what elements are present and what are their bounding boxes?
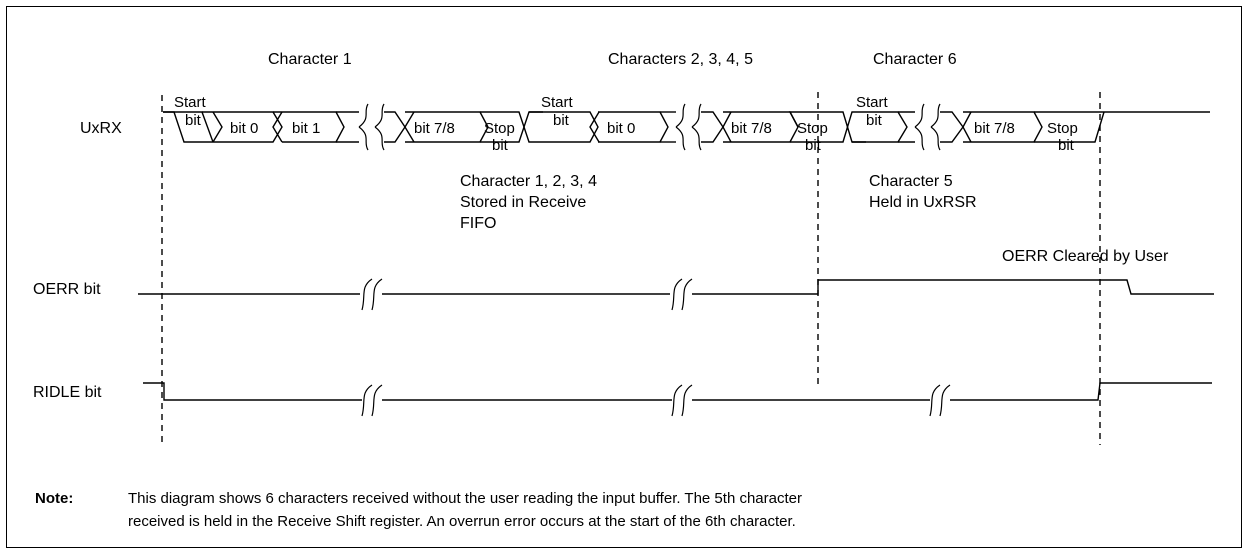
heading-characters-2-5: Characters 2, 3, 4, 5 <box>608 51 753 68</box>
uxrx-waveform <box>163 111 1210 143</box>
ridle-break-mark-2 <box>671 384 693 417</box>
annotation-stored-line-3: FIFO <box>460 215 496 232</box>
uxrx-bit78-label-3: bit 7/8 <box>974 120 1015 137</box>
uxrx-break-mark-2 <box>675 103 724 151</box>
signal-label-oerr: OERR bit <box>33 281 101 298</box>
uxrx-start-label-3: Start <box>856 94 889 111</box>
note-text-line-1: This diagram shows 6 characters received… <box>128 490 802 507</box>
uxrx-stop-label-2-bit: bit <box>805 137 822 154</box>
annotation-held-line-2: Held in UxRSR <box>869 194 977 211</box>
uxrx-stop-label-3: Stop <box>1047 120 1078 137</box>
oerr-break-mark-2 <box>671 278 693 311</box>
uxrx-bit0-label-1: bit 0 <box>230 120 258 137</box>
uxrx-stop-label-1-bit: bit <box>492 137 509 154</box>
ridle-break-mark-3 <box>929 384 951 417</box>
heading-character-1: Character 1 <box>268 51 352 68</box>
annotation-stored-line-1: Character 1, 2, 3, 4 <box>460 173 597 190</box>
heading-character-6: Character 6 <box>873 51 957 68</box>
uxrx-bit1-label-1: bit 1 <box>292 120 320 137</box>
uxrx-start-label-2-bit: bit <box>553 112 570 129</box>
signal-label-uxrx: UxRX <box>80 120 122 137</box>
ridle-waveform-segment-4 <box>950 382 1212 401</box>
ridle-waveform-segment-1 <box>143 382 362 401</box>
uxrx-stop-label-2: Stop <box>797 120 828 137</box>
annotation-stored-line-2: Stored in Receive <box>460 194 586 211</box>
uxrx-start-label-1-bit: bit <box>185 112 202 129</box>
oerr-waveform-segment-3 <box>692 279 1214 295</box>
note-label: Note: <box>35 490 74 507</box>
note-text-line-2: received is held in the Receive Shift re… <box>128 513 796 530</box>
uxrx-bit78-label-2: bit 7/8 <box>731 120 772 137</box>
uxrx-start-label-2: Start <box>541 94 574 111</box>
note-text: This diagram shows 6 characters received… <box>128 487 1213 533</box>
oerr-break-mark-1 <box>361 278 383 311</box>
ridle-break-mark-1 <box>361 384 383 417</box>
uxrx-break-mark-3 <box>914 103 964 151</box>
uxrx-break-mark-1 <box>358 103 406 151</box>
diagram-frame <box>6 6 1242 548</box>
annotation-oerr-cleared: OERR Cleared by User <box>1002 248 1169 265</box>
uxrx-start-label-1: Start <box>174 94 207 111</box>
uxrx-start-label-3-bit: bit <box>866 112 883 129</box>
uxrx-stop-label-3-bit: bit <box>1058 137 1075 154</box>
uxrx-bit78-label-1: bit 7/8 <box>414 120 455 137</box>
uxrx-stop-label-1: Stop <box>484 120 515 137</box>
annotation-held-line-1: Character 5 <box>869 173 953 190</box>
uxrx-bit0-label-2: bit 0 <box>607 120 635 137</box>
signal-label-ridle: RIDLE bit <box>33 384 102 401</box>
